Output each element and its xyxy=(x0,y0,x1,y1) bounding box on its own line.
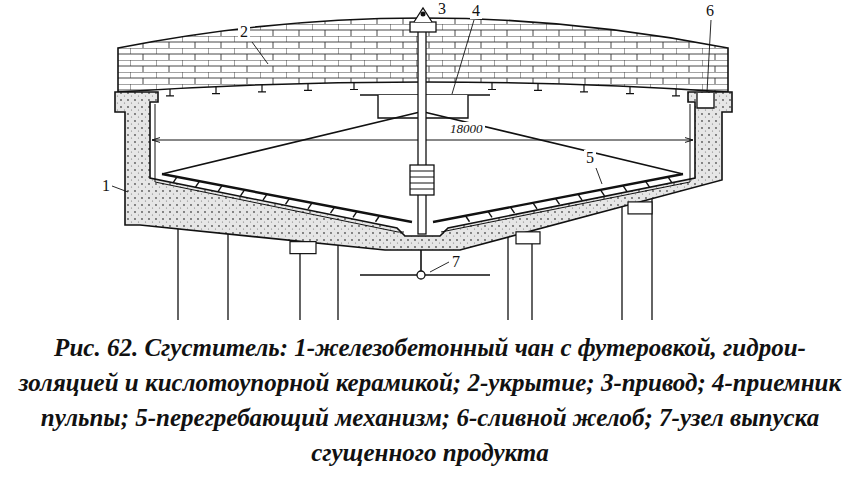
roof-hanger xyxy=(580,85,588,92)
roof-hanger xyxy=(212,87,220,94)
rake-tooth xyxy=(196,181,200,187)
central-shaft xyxy=(418,22,426,234)
rake-tooth xyxy=(601,190,605,196)
roof-hanger xyxy=(166,89,174,96)
support-column xyxy=(337,245,338,320)
thickener-drawing xyxy=(0,0,860,330)
rake-tooth xyxy=(511,207,515,213)
callout-number: 4 xyxy=(470,3,482,19)
roof-hanger xyxy=(304,83,312,90)
support-column xyxy=(651,199,652,320)
rake-tooth xyxy=(466,216,470,222)
dimension-text: 18000 xyxy=(448,122,485,135)
roof-hanger xyxy=(488,83,496,90)
drive-frame xyxy=(414,8,432,22)
support-pad xyxy=(290,242,316,254)
rake-tooth xyxy=(353,211,357,217)
rake-tooth xyxy=(331,207,335,213)
roof-hanger xyxy=(672,89,680,96)
support-column xyxy=(507,237,508,320)
rake-tooth xyxy=(646,181,650,187)
rake-tooth xyxy=(578,194,582,200)
collar-rings xyxy=(410,171,434,189)
callout-number: 2 xyxy=(238,24,250,40)
support-column xyxy=(227,234,228,320)
rake-tooth xyxy=(173,177,177,183)
rake-tooth xyxy=(533,203,537,209)
callout-number: 7 xyxy=(450,254,462,270)
rake-tooth xyxy=(488,211,492,217)
rake-tooth xyxy=(556,198,560,204)
shaft-collar xyxy=(410,165,434,195)
rake-tooth xyxy=(623,186,627,192)
drive-base xyxy=(410,22,436,32)
figure-caption: Рис. 62. Сгуститель: 1-железобетонный ча… xyxy=(12,330,848,470)
rake-tooth xyxy=(286,198,290,204)
rake-tooth xyxy=(218,186,222,192)
roof-hanger xyxy=(258,85,266,92)
rake-tooth xyxy=(376,216,380,222)
rake-tooth xyxy=(308,203,312,209)
callout-number: 6 xyxy=(704,3,716,19)
rake-tooth xyxy=(241,190,245,196)
rake-tooth xyxy=(668,177,672,183)
overflow-trough xyxy=(697,93,714,108)
roof-hanger xyxy=(534,83,542,90)
roof-hanger xyxy=(626,87,634,94)
outlet-valve xyxy=(417,271,425,279)
callout-number: 3 xyxy=(436,1,448,17)
drive-hub xyxy=(421,12,426,17)
leader-line xyxy=(112,20,711,272)
rake-tooth xyxy=(263,194,267,200)
support-pad xyxy=(516,232,540,244)
callout-number: 1 xyxy=(100,178,112,194)
outlet-pipe xyxy=(360,250,490,275)
support-pad xyxy=(628,202,652,214)
roof-hanger xyxy=(350,83,358,90)
callout-number: 5 xyxy=(584,150,596,166)
support-column xyxy=(621,207,622,320)
support-column xyxy=(177,229,178,320)
